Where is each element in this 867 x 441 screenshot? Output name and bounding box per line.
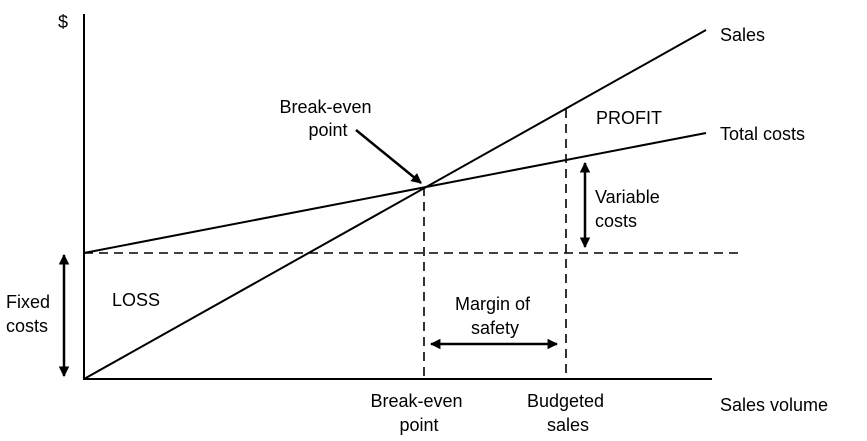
loss-region-label: LOSS — [112, 290, 160, 310]
break-even-callout-label: Break-even point — [279, 97, 376, 140]
total-costs-line-label: Total costs — [720, 124, 805, 144]
break-even-axis-label: Break-even point — [370, 391, 467, 435]
budgeted-sales-axis-label: Budgeted sales — [527, 391, 609, 435]
sales-line-label: Sales — [720, 25, 765, 45]
break-even-callout-arrow — [355, 129, 422, 184]
profit-region-label: PROFIT — [596, 108, 662, 128]
variable-costs-label: Variable costs — [595, 187, 665, 231]
margin-of-safety-label: Margin of safety — [455, 294, 535, 338]
total-costs-line — [83, 132, 707, 254]
sales-line — [83, 29, 707, 380]
x-axis-label: Sales volume — [720, 395, 828, 415]
fixed-costs-label: Fixed costs — [6, 292, 55, 336]
y-axis-label: $ — [58, 12, 68, 32]
